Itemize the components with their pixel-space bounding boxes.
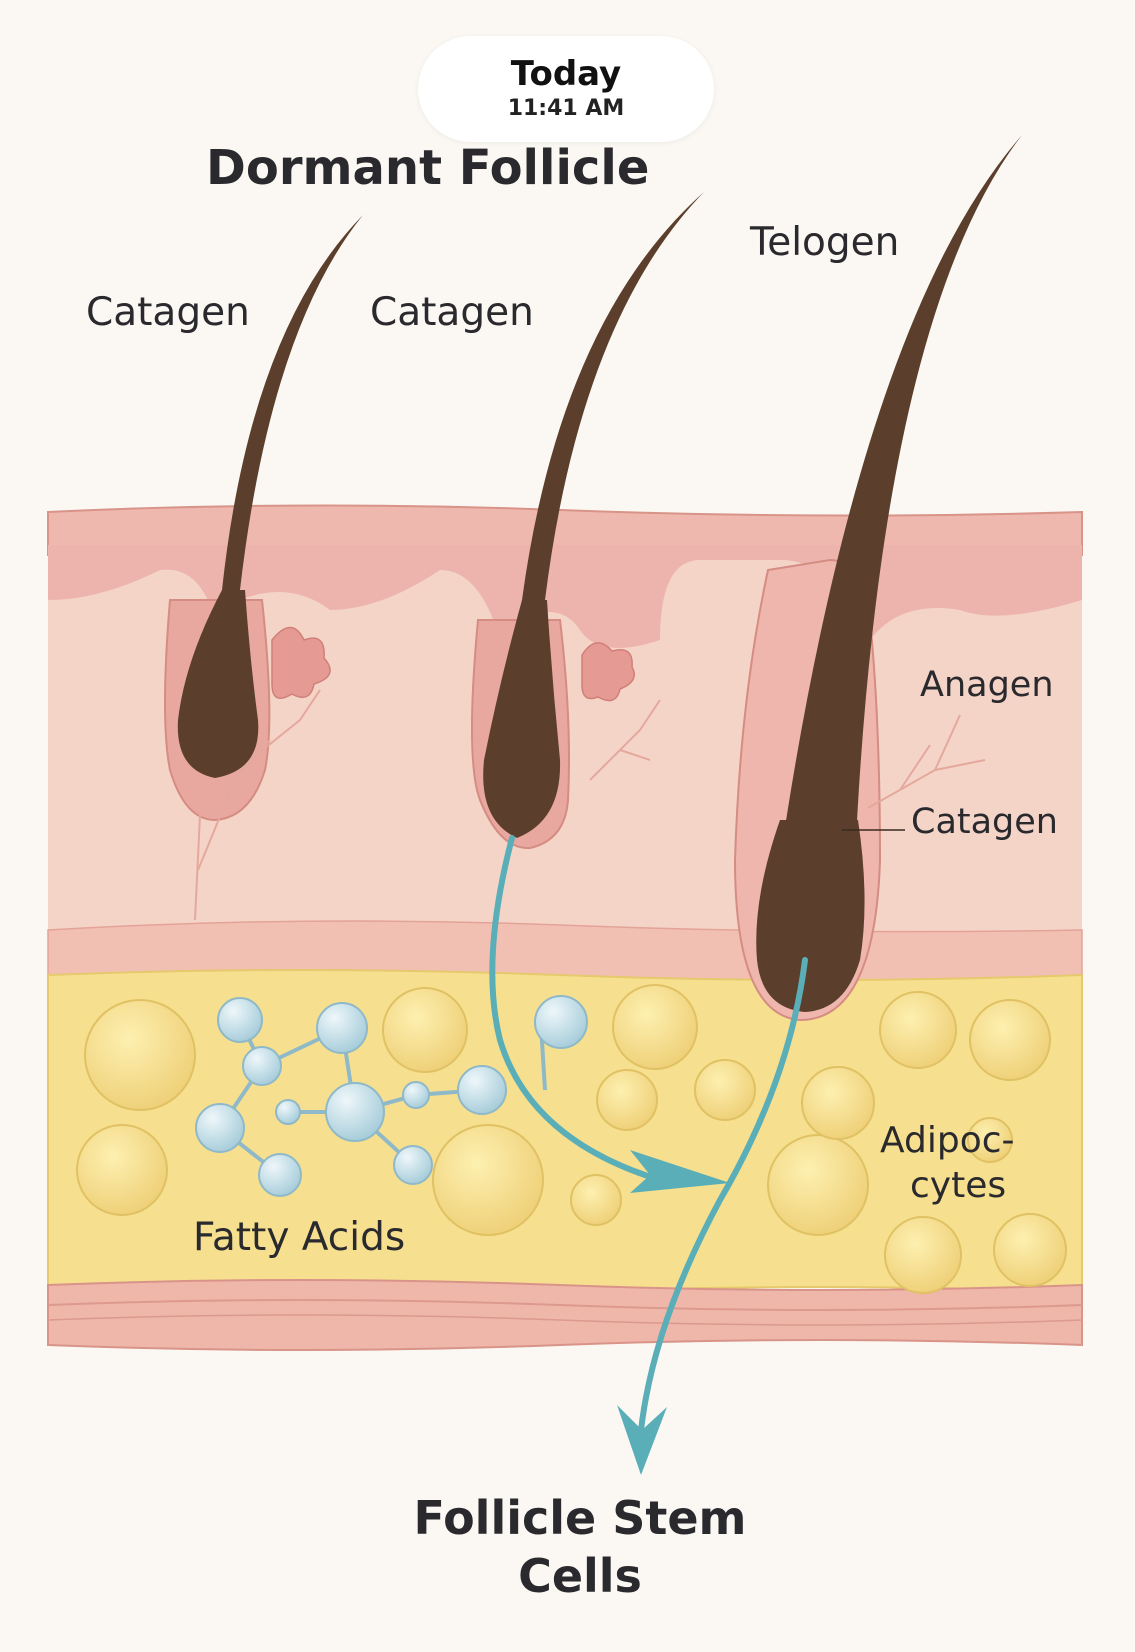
follicle-right [733,135,1022,1022]
label-adipocytes-line1: Adipoc- [880,1120,1015,1161]
adipocyte-cells [76,984,1067,1294]
arrow-heads [617,1150,730,1475]
label-catagen-left: Catagen [86,290,250,335]
follicle-middle [470,192,704,850]
hair-shaft-right [780,135,1022,860]
diagram-title: Dormant Follicle [206,140,650,196]
fatty-acid-molecules [195,995,588,1197]
label-adipocytes-line2: cytes [910,1165,1007,1206]
arrow-head-down [617,1405,667,1475]
timestamp-pill: Today 11:41 AM [418,36,714,142]
label-telogen: Telogen [750,220,900,265]
bottom-band [47,1279,1083,1351]
label-catagen-right: Catagen [911,802,1058,842]
label-fatty-acids: Fatty Acids [193,1215,406,1260]
follicle-left [164,215,363,921]
hair-shaft-left [222,215,363,590]
label-catagen-middle: Catagen [370,290,534,335]
timestamp-day: Today [510,54,622,94]
arrow-stem-cells [637,957,808,1443]
hair-shaft-middle [522,192,704,600]
label-follicle-stem-cells: Follicle Stem Cells [380,1490,780,1605]
arrow-fatty-acids [489,835,663,1183]
sebaceous-gland-middle [581,642,635,702]
sebaceous-gland-left [271,626,331,699]
arrow-head-right [630,1150,730,1193]
stem-cells-line2: Cells [518,1548,642,1603]
timestamp-time: 11:41 AM [507,96,625,121]
migration-arrows [489,835,808,1443]
label-anagen: Anagen [920,665,1054,705]
stem-cells-line1: Follicle Stem [413,1491,747,1545]
